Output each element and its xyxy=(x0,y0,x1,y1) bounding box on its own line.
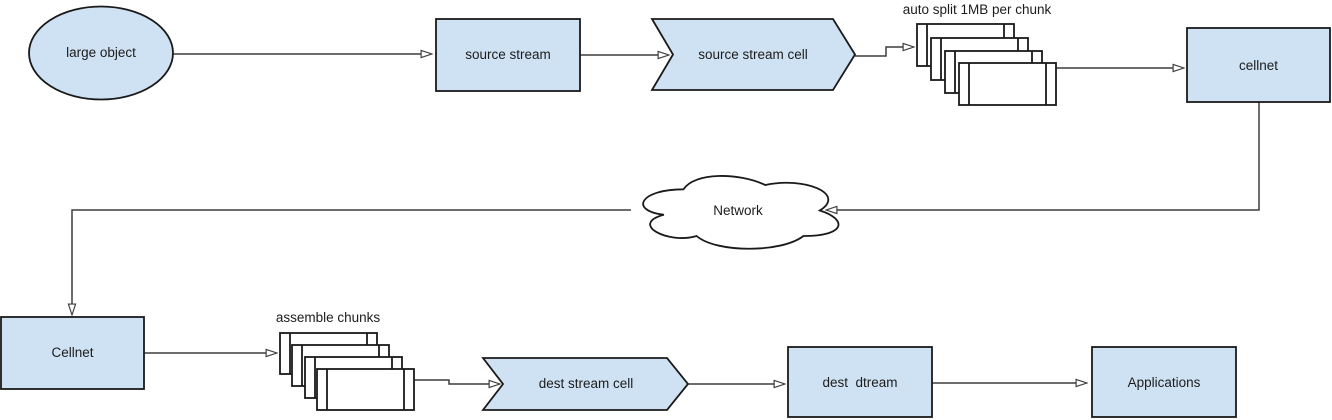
applications-node xyxy=(1091,346,1237,418)
cellnet-top-node xyxy=(1186,27,1331,103)
assemble-chunk-stack xyxy=(279,332,415,411)
connector-source-stream-cell-to-split-chunks xyxy=(855,47,913,57)
connector-cellnet-to-network xyxy=(827,102,1260,210)
source-stream-node xyxy=(435,18,581,92)
dest-stream-cell-node xyxy=(481,357,690,411)
connector-network-to-cellnet-bottom xyxy=(72,209,631,314)
connector-assemble-chunks-to-dest-stream-cell xyxy=(414,379,499,384)
network-cloud-node xyxy=(642,175,840,250)
split-chunk-stack xyxy=(916,23,1057,106)
cellnet-bottom-node xyxy=(0,316,145,390)
large-object-node xyxy=(28,5,174,101)
dest-stream-node xyxy=(787,346,933,418)
chunk-shape xyxy=(316,368,415,411)
chunk-shape xyxy=(958,62,1057,106)
source-stream-cell-node xyxy=(650,18,857,91)
